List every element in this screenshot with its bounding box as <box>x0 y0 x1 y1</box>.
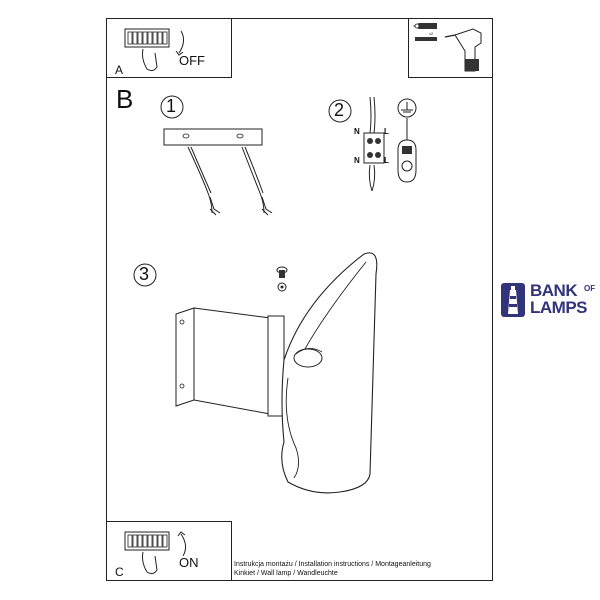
mounting-bracket-drawing <box>163 128 273 216</box>
wire-l-top-label: L <box>384 127 389 136</box>
terminal-block-drawing <box>363 96 385 192</box>
panel-c-letter: C <box>115 565 124 579</box>
wall-plug-icon: x2 <box>413 23 437 41</box>
step-3-number: 3 <box>139 264 150 284</box>
drill-icon <box>444 28 482 72</box>
wall-lamp-assembly-drawing <box>175 252 378 494</box>
wire-l-bottom-label: L <box>384 156 389 165</box>
step-1-number: 1 <box>166 96 177 116</box>
wire-n-top-label: N <box>354 127 360 136</box>
switchboard-icon <box>124 28 185 72</box>
power-off-label: OFF <box>179 53 205 68</box>
panel-b-letter: B <box>116 84 134 114</box>
lighthouse-icon <box>501 283 525 317</box>
instruction-sheet-frame <box>106 18 493 581</box>
logo-of-text: OF <box>584 284 596 293</box>
logo-lamps-text: LAMPS <box>530 298 588 317</box>
wire-n-bottom-label: N <box>354 156 360 165</box>
caption-line-1: Instrukcja montażu / Installation instru… <box>234 561 431 568</box>
instruction-caption: Instrukcja montażu / Installation instru… <box>234 560 431 578</box>
step-1-marker <box>160 95 184 119</box>
panel-a: A OFF <box>106 18 232 78</box>
switchboard-icon <box>124 531 187 575</box>
ground-terminal-drawing <box>397 98 417 183</box>
step-2-number: 2 <box>334 100 345 120</box>
bank-of-lamps-logo: BANK OF LAMPS <box>500 280 600 320</box>
step-3-marker <box>133 263 157 287</box>
caption-line-2: Kinkiet / Wall lamp / Wandleuchte <box>234 570 338 577</box>
tools-panel: x2 <box>408 18 493 78</box>
logo-bank-text: BANK <box>530 281 578 300</box>
panel-a-letter: A <box>115 63 124 77</box>
svg-text:x2: x2 <box>429 31 434 36</box>
power-on-label: ON <box>179 555 199 570</box>
panel-c: C ON <box>106 521 232 581</box>
step-2-marker <box>328 99 352 123</box>
